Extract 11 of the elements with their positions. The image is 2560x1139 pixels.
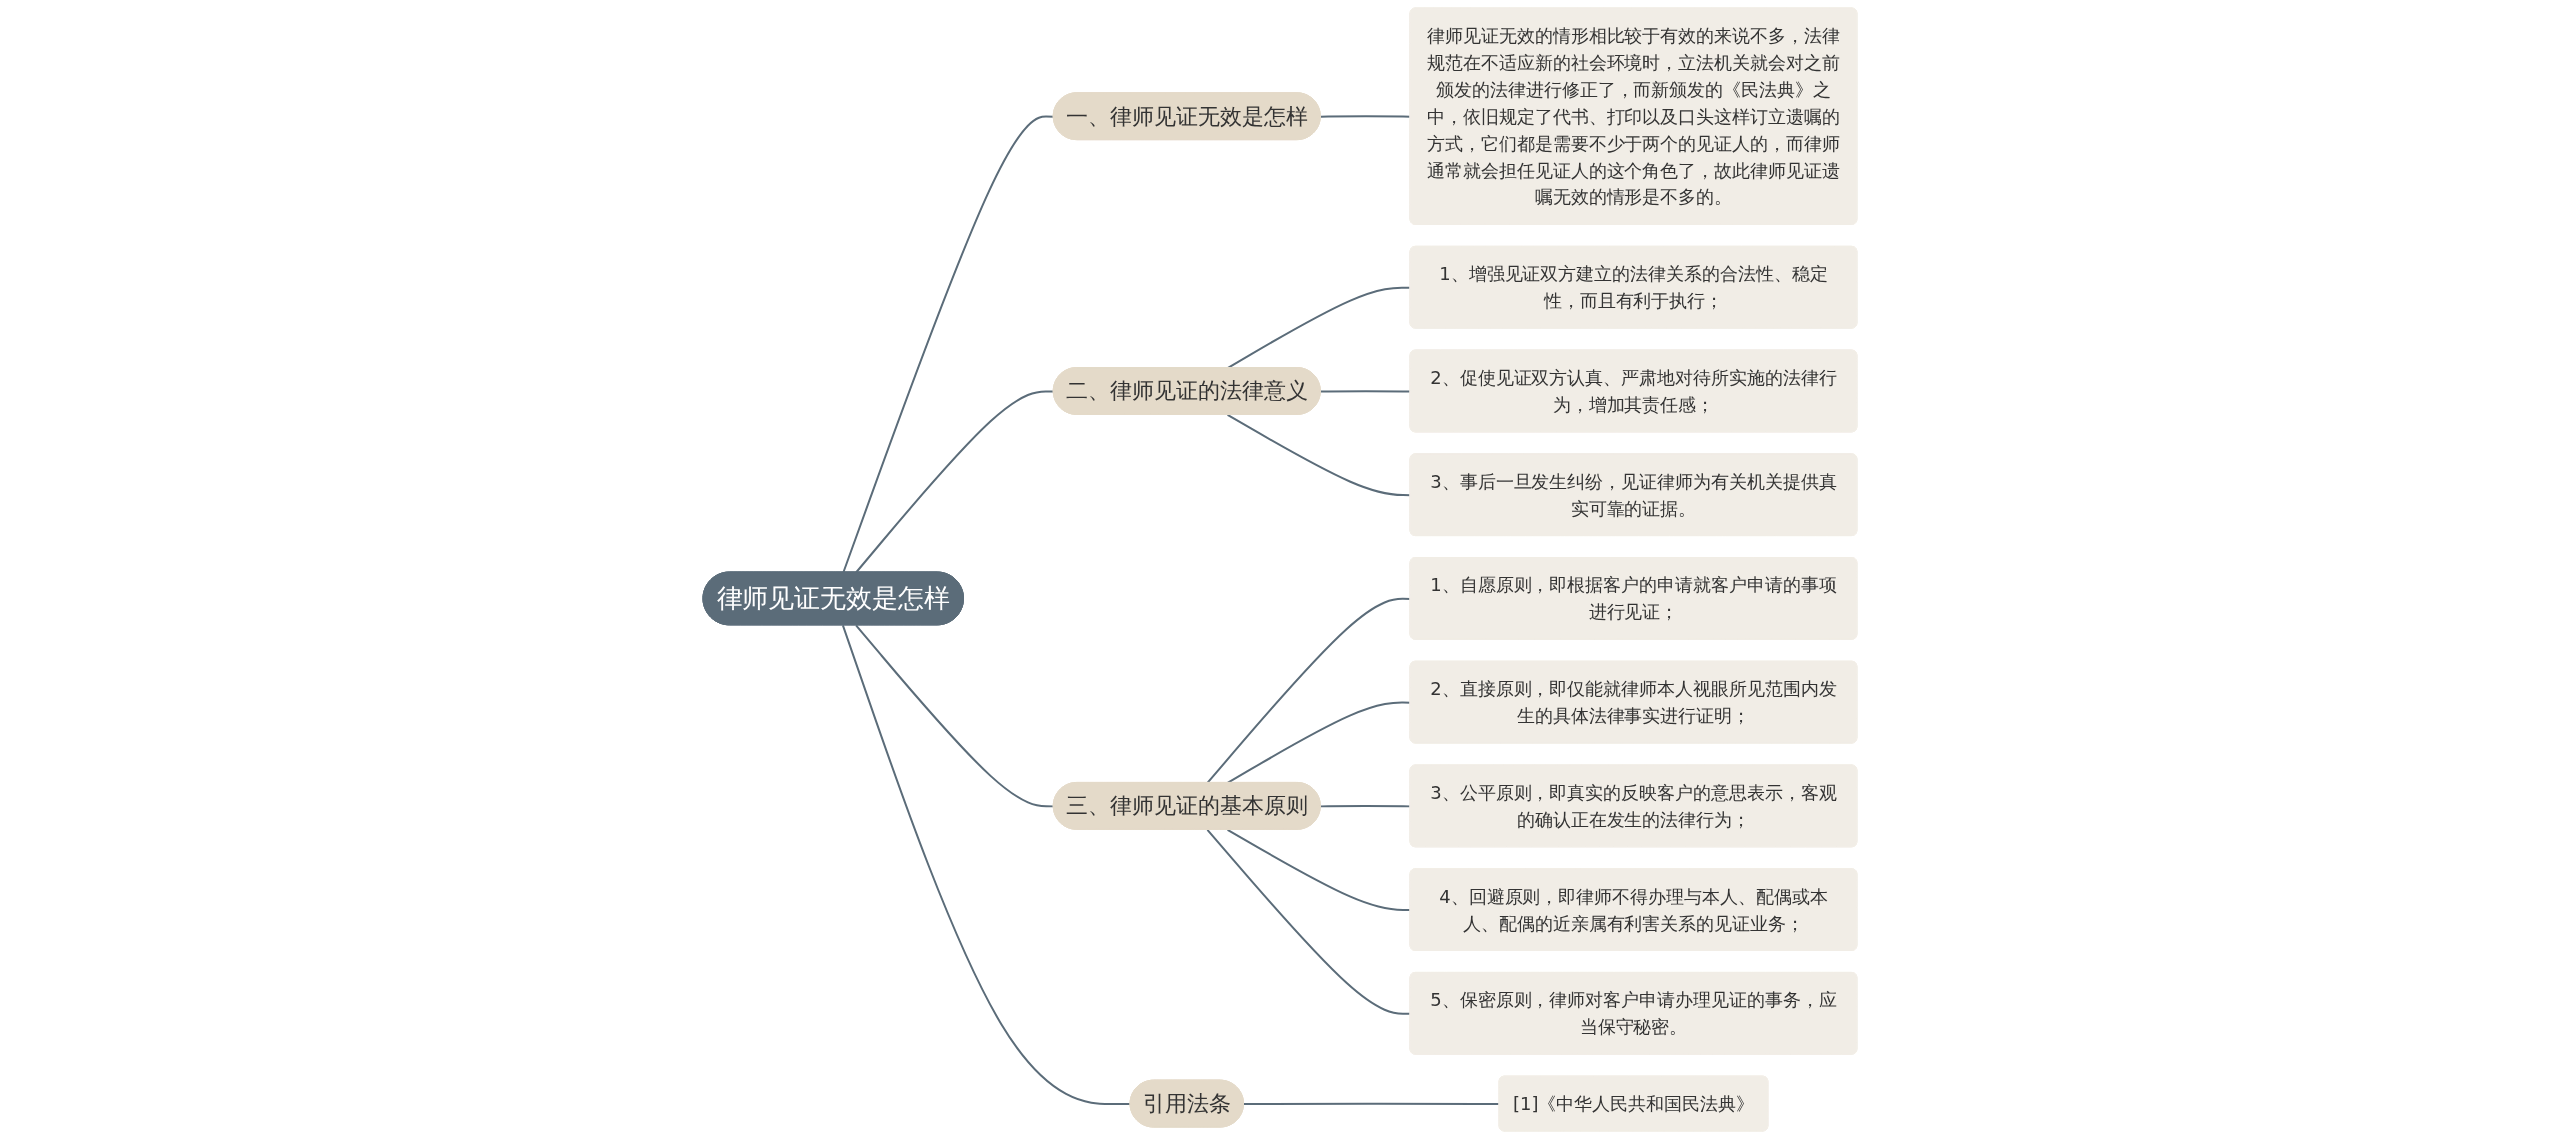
connector [841, 624, 1132, 1106]
connector [1226, 413, 1412, 497]
connector [1319, 115, 1412, 118]
connector [1319, 805, 1412, 808]
connector [1243, 1102, 1501, 1106]
connector [1226, 701, 1412, 784]
connector [1206, 828, 1412, 1015]
connector [1226, 828, 1412, 912]
connector [855, 624, 1055, 808]
connector [1319, 390, 1412, 393]
connector [1206, 597, 1412, 784]
